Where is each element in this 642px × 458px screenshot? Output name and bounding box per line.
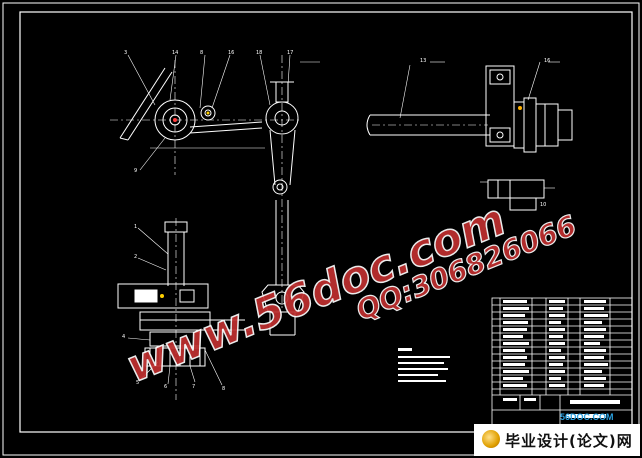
part-number: 5	[136, 380, 139, 386]
part-number: 9	[134, 168, 137, 174]
logo-site-text: 56DOC.COM	[560, 412, 614, 422]
gear-marker	[160, 294, 164, 298]
part-number: 8	[222, 386, 225, 392]
shaft-assembly-view	[366, 61, 573, 153]
part-number-labels: 3 14 8 16 18 17 13 16 1 2 4 5 6 7 8 9 10	[122, 50, 550, 392]
logo-globe-icon	[482, 430, 500, 448]
site-logo[interactable]	[474, 424, 640, 456]
part-number: 6	[164, 384, 167, 390]
part-number: 14	[172, 50, 178, 56]
part-number: 13	[420, 58, 426, 64]
watermark-site: www.56doc.com	[119, 194, 512, 393]
logo-label: 毕业设计(论文)网	[505, 432, 633, 450]
part-number: 18	[256, 50, 262, 56]
crank-assembly-view	[110, 54, 300, 175]
watermark: www.56doc.com	[118, 193, 513, 393]
part-number: 16	[544, 58, 550, 64]
technical-notes	[398, 348, 450, 382]
part-number: 1	[134, 224, 137, 230]
parts-list-fill	[503, 300, 620, 418]
pin-marker	[206, 111, 210, 115]
part-number: 7	[192, 384, 195, 390]
lever-view	[259, 54, 320, 336]
gear-assembly-view	[117, 218, 250, 400]
pivot-marker	[173, 118, 177, 122]
part-number: 8	[200, 50, 203, 56]
part-number: 3	[124, 50, 127, 56]
part-number: 2	[134, 254, 137, 260]
part-number: 16	[228, 50, 234, 56]
detail-view	[480, 179, 555, 211]
bearing-marker	[518, 106, 522, 110]
part-number: 10	[540, 202, 546, 208]
drawing-inner-border	[19, 11, 633, 433]
part-number: 17	[287, 50, 293, 56]
part-number: 4	[122, 334, 125, 340]
